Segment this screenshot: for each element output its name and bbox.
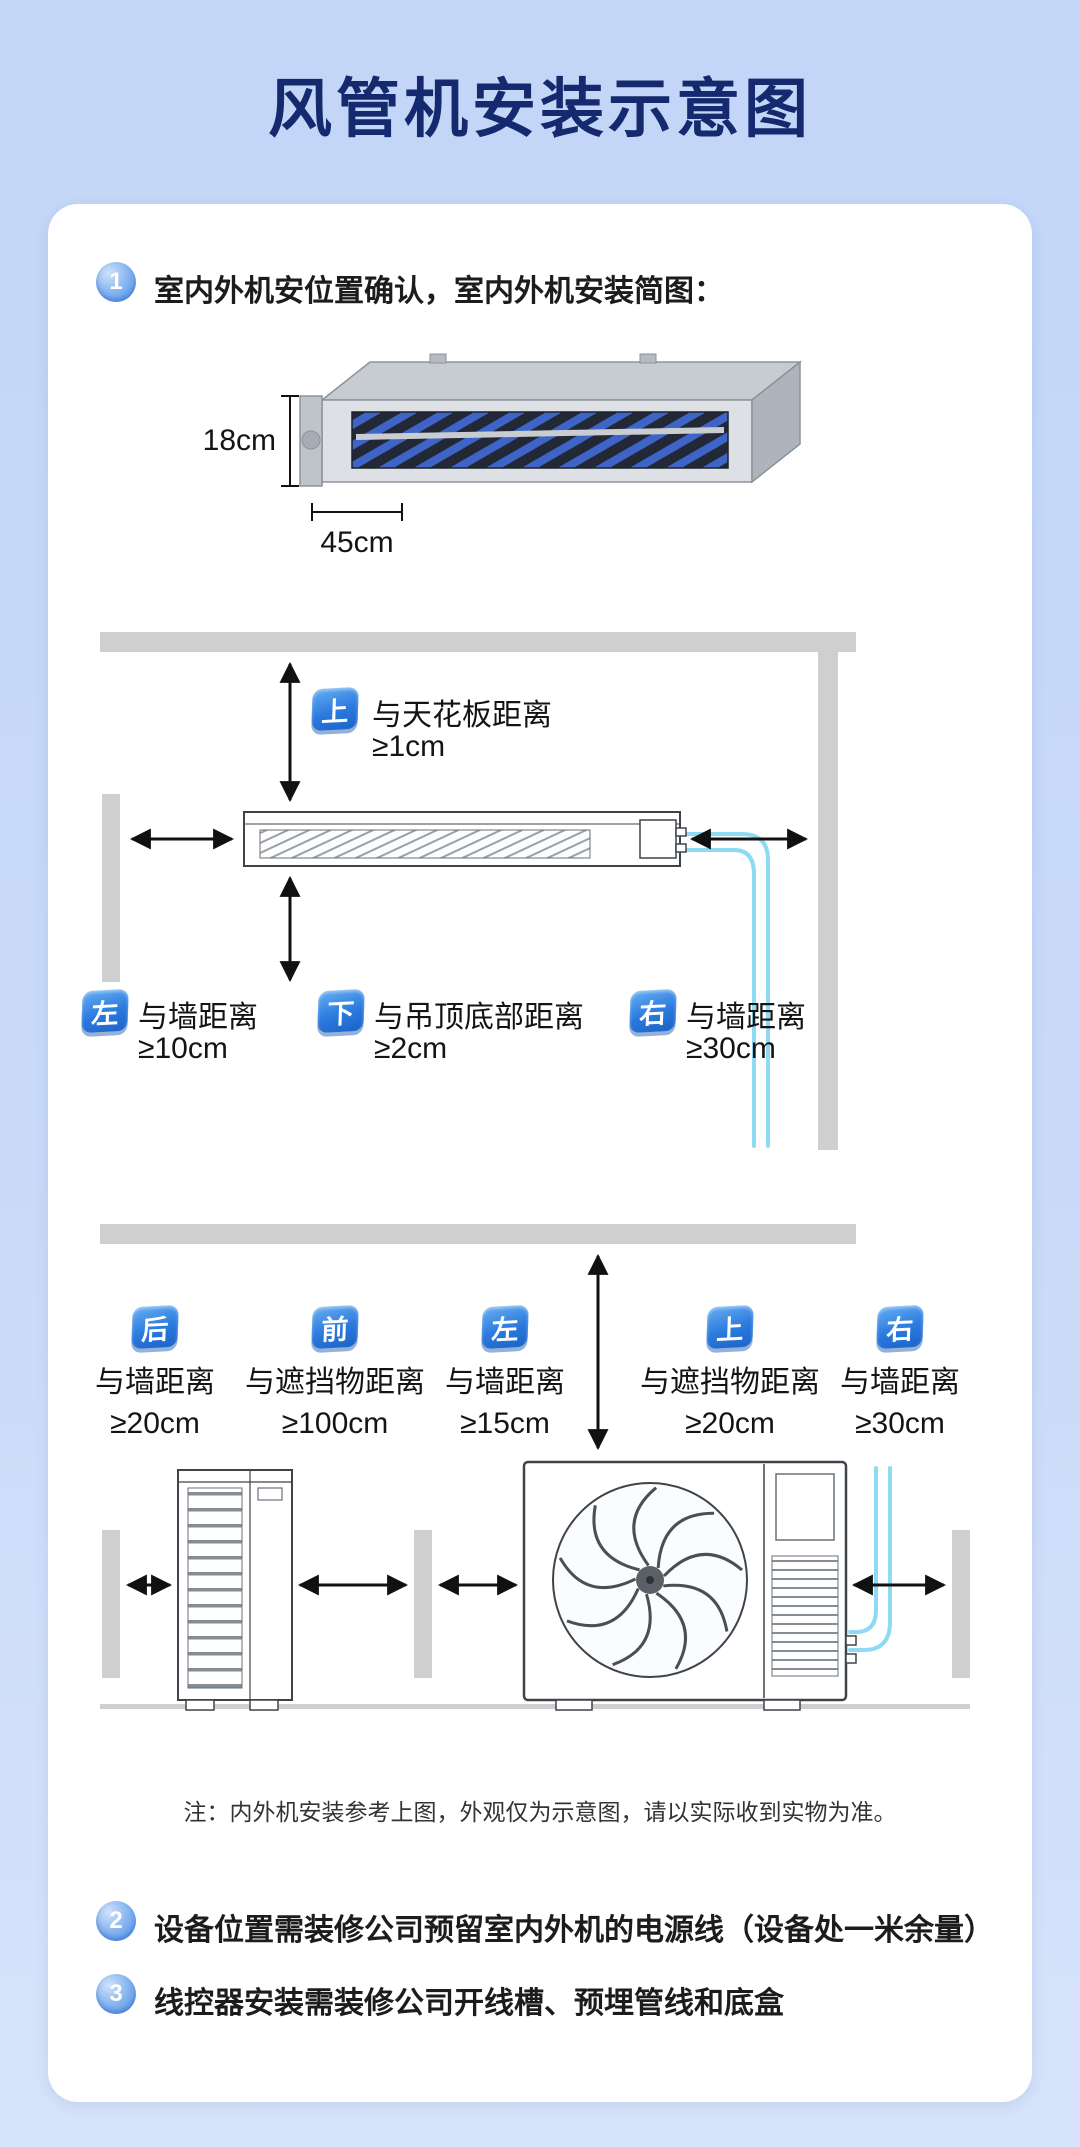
outdoor-clearance-front: 前 与遮挡物距离 ≥100cm	[235, 1304, 435, 1444]
clearance-right-wall-label: 与墙距离	[686, 1001, 806, 1034]
outdoor-clearance-right: 右 与墙距离 ≥30cm	[800, 1304, 1000, 1444]
outdoor-back-label: 与墙距离	[95, 1366, 215, 1399]
step-1-number-badge: 1	[96, 262, 136, 302]
content-card	[48, 204, 1032, 2102]
step-3-number-badge: 3	[96, 1974, 136, 2014]
clearance-bottom-value: ≥2cm	[374, 1032, 448, 1065]
clearance-left-wall-value: ≥10cm	[138, 1032, 228, 1065]
outdoor-front-label: 与遮挡物距离	[245, 1366, 425, 1399]
direction-badge-left-outdoor: 左	[481, 1304, 529, 1350]
clearance-left-wall-label: 与墙距离	[138, 1001, 258, 1034]
clearance-ceiling-value: ≥1cm	[372, 730, 446, 763]
page-title: 风管机安装示意图	[268, 73, 812, 145]
clearance-bottom-label: 与吊顶底部距离	[374, 1001, 584, 1034]
step-2-text: 设备位置需装修公司预留室内外机的电源线（设备处一米余量）	[154, 1914, 994, 1947]
disclaimer-note: 注：内外机安装参考上图，外观仅为示意图，请以实际收到实物为准。	[183, 1799, 897, 1825]
outdoor-right-value: ≥30cm	[855, 1407, 945, 1440]
direction-badge-right-outdoor: 右	[876, 1304, 924, 1350]
clearance-right-wall-value: ≥30cm	[686, 1032, 776, 1065]
direction-badge-front: 前	[311, 1304, 359, 1350]
outdoor-right-label: 与墙距离	[840, 1366, 960, 1399]
outdoor-left-label: 与墙距离	[445, 1366, 565, 1399]
outdoor-front-value: ≥100cm	[281, 1407, 389, 1440]
direction-badge-up-outdoor: 上	[706, 1304, 754, 1350]
direction-badge-up: 上	[311, 686, 359, 732]
clearance-ceiling-label: 与天花板距离	[372, 699, 552, 732]
outdoor-clearance-top: 上 与遮挡物距离 ≥20cm	[630, 1304, 830, 1444]
outdoor-clearance-left: 左 与墙距离 ≥15cm	[405, 1304, 605, 1444]
outdoor-left-value: ≥15cm	[460, 1407, 550, 1440]
outdoor-top-label: 与遮挡物距离	[640, 1366, 820, 1399]
direction-badge-right: 右	[629, 988, 677, 1034]
outdoor-clearance-back: 后 与墙距离 ≥20cm	[55, 1304, 255, 1444]
dimension-depth-label: 45cm	[320, 526, 394, 559]
outdoor-top-value: ≥20cm	[685, 1407, 775, 1440]
direction-badge-down: 下	[317, 988, 365, 1034]
direction-badge-back: 后	[131, 1304, 179, 1350]
step-2-number-badge: 2	[96, 1901, 136, 1941]
step-3-text: 线控器安装需装修公司开线槽、预埋管线和底盒	[154, 1987, 784, 2020]
direction-badge-left: 左	[81, 988, 129, 1034]
outdoor-back-value: ≥20cm	[110, 1407, 200, 1440]
dimension-height-label: 18cm	[202, 424, 276, 457]
step-1-text: 室内外机安位置确认，室内外机安装简图：	[154, 275, 724, 308]
